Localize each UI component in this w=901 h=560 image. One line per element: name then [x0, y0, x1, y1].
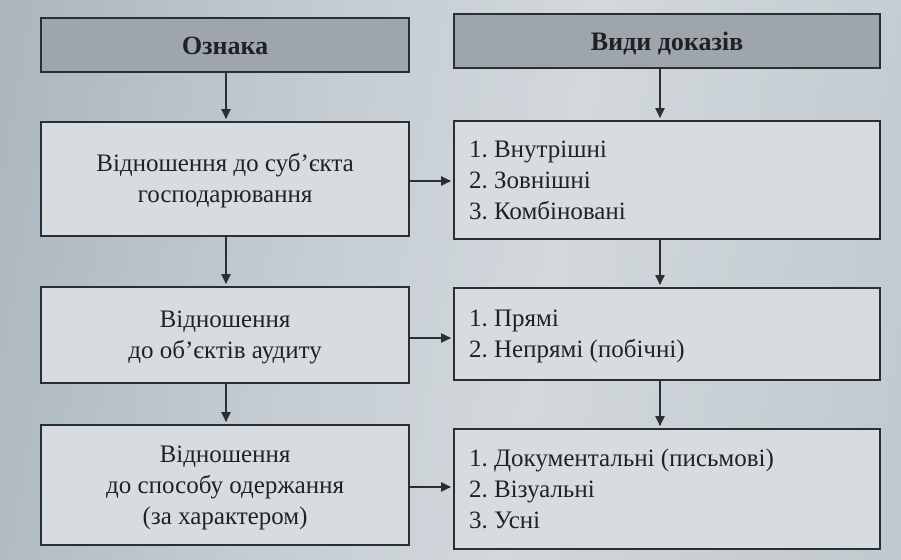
- criterion-box-audit-objects: Відношення до об’єктів аудиту: [40, 286, 410, 384]
- header-evidence-types-box: Види доказів: [453, 13, 881, 69]
- evidence-type-item: 3. Усні: [469, 506, 541, 534]
- evidence-type-item: 1. Внутрішні: [469, 135, 607, 163]
- evidence-types-box-audit-objects: 1. Прямі 2. Непрямі (побічні): [453, 287, 881, 381]
- criterion-line: Відношення: [159, 440, 291, 468]
- evidence-types-box-subject: 1. Внутрішні 2. Зовнішні 3. Комбіновані: [453, 120, 881, 240]
- criterion-box-subject: Відношення до суб’єкта господарювання: [40, 121, 410, 237]
- criterion-line: Відношення: [159, 306, 291, 333]
- evidence-type-item: 2. Візуальні: [469, 475, 595, 503]
- evidence-types-box-method: 1. Документальні (письмові) 2. Візуальні…: [453, 428, 881, 550]
- criterion-box-method: Відношення до способу одержання (за хара…: [40, 424, 410, 546]
- header-evidence-types-label: Види доказів: [590, 26, 744, 56]
- evidence-type-item: 1. Прямі: [469, 305, 559, 332]
- evidence-type-item: 1. Документальні (письмові): [469, 444, 774, 472]
- evidence-type-item: 3. Комбіновані: [469, 197, 626, 225]
- evidence-type-item: 2. Зовнішні: [469, 166, 591, 194]
- criterion-line: (за характером): [142, 502, 308, 530]
- criterion-line: Відношення до суб’єкта: [96, 150, 354, 177]
- criterion-line: до способу одержання: [106, 471, 344, 499]
- header-criterion-box: Ознака: [40, 17, 410, 73]
- header-criterion-label: Ознака: [181, 30, 269, 60]
- criterion-line: господарювання: [137, 181, 313, 208]
- evidence-type-item: 2. Непрямі (побічні): [469, 336, 685, 363]
- criterion-line: до об’єктів аудиту: [128, 337, 322, 364]
